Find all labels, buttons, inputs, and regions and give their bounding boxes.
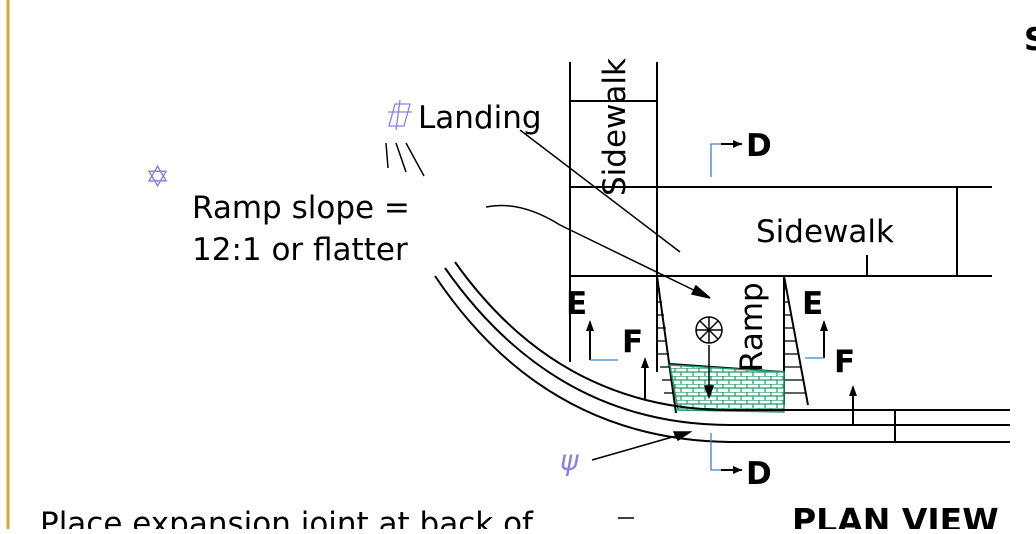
sidewalk-vertical xyxy=(569,62,658,372)
landing-label: Landing xyxy=(418,100,542,136)
ramp-slope-line2: 12:1 or flatter xyxy=(192,232,408,268)
sidewalk-horizontal xyxy=(570,186,992,277)
flare-hatch-left xyxy=(657,288,674,394)
ramp-slope-line1: Ramp slope = xyxy=(192,190,410,226)
section-cut-d-bottom xyxy=(710,433,742,474)
curb-lines xyxy=(434,261,1010,443)
ramp-label: Ramp xyxy=(734,282,770,372)
ramp-symbol xyxy=(695,316,723,344)
flare-hatch-right xyxy=(784,288,806,394)
section-cut-e-left xyxy=(586,320,618,361)
partial-right-label: S xyxy=(1024,22,1036,58)
sidewalk-vertical-label: Sidewalk xyxy=(597,58,633,196)
leader-slashes xyxy=(385,142,425,177)
section-f-right-label: F xyxy=(834,344,855,380)
landing-symbol-icon xyxy=(388,99,412,131)
star-icon: ✡ xyxy=(145,160,170,195)
bottom-note: Place expansion joint at back of xyxy=(40,506,534,529)
leader-lines xyxy=(485,129,715,461)
section-cut-f-right xyxy=(849,385,857,425)
plan-view-title: PLAN VIEW xyxy=(792,501,999,529)
section-d-bottom-label: D xyxy=(746,456,772,492)
section-cut-d-top xyxy=(710,140,742,177)
detectable-warning-surface xyxy=(669,364,785,413)
section-f-left-label: F xyxy=(622,324,643,360)
section-cut-e-right xyxy=(805,320,828,359)
section-d-top-label: D xyxy=(746,128,772,164)
sidewalk-horizontal-label: Sidewalk xyxy=(756,214,894,250)
section-e-right-label: E xyxy=(802,286,823,322)
section-e-left-label: E xyxy=(566,286,587,322)
section-cut-f-left xyxy=(641,357,649,400)
psi-icon: ψ xyxy=(560,444,579,477)
